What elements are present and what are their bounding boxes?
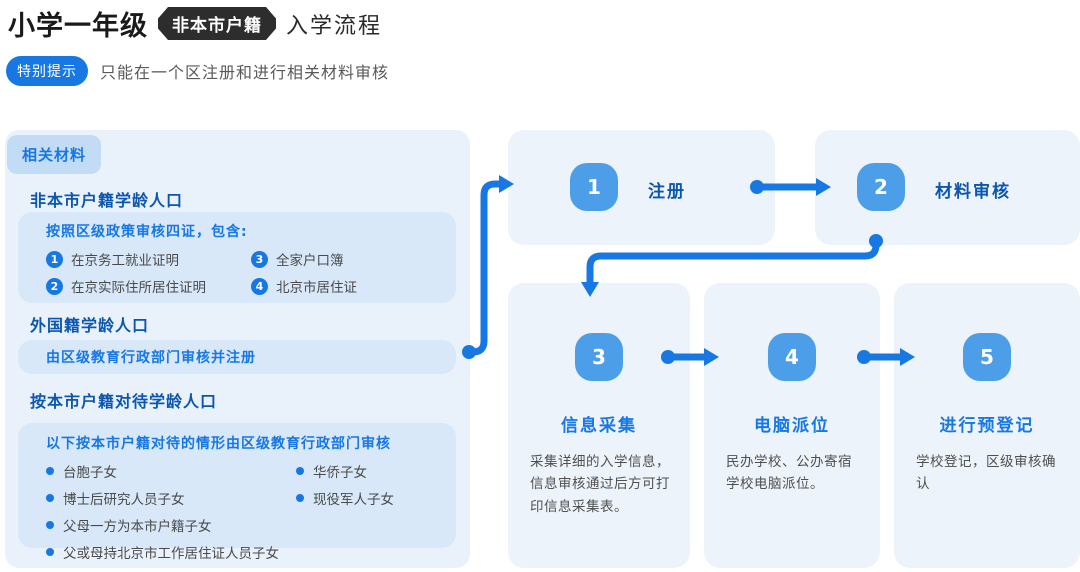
foreign-review-box: 由区级教育行政部门审核并注册 (18, 340, 456, 374)
flow-step-card-material-review: 2 材料审核 (815, 130, 1080, 245)
section-heading-foreign: 外国籍学龄人口 (30, 316, 150, 335)
page-title-suffix: 入学流程 (286, 13, 383, 39)
list-item: 父或母持北京市工作居住证人员子女 (46, 542, 296, 562)
numbered-circle-icon: 2 (46, 277, 63, 295)
step-description: 民办学校、公办寄宿学校电脑派位。 (726, 454, 852, 493)
numbered-circle-icon: 3 (251, 250, 268, 268)
connector-step2-to-step3 (586, 237, 880, 287)
step-description: 采集详细的入学信息，信息审核通过后方可打印信息采集表。 (530, 454, 670, 515)
section-heading-treated-as-local: 按本市户籍对待学龄人口 (30, 392, 218, 411)
step-number-badge: 4 (768, 333, 816, 381)
step-label: 电脑派位 (754, 416, 830, 436)
tip-text: 只能在一个区注册和进行相关材料审核 (100, 63, 390, 82)
bullet-dot-icon (296, 494, 304, 502)
flow-step-card-info-collection: 3 信息采集 采集详细的入学信息，信息审核通过后方可打印信息采集表。 (508, 283, 690, 568)
special-tip-row: 特别提示 只能在一个区注册和进行相关材料审核 (6, 56, 389, 86)
household-type-badge: 非本市户籍 (158, 7, 276, 40)
bullet-dot-icon (46, 467, 54, 475)
list-item: 台胞子女 (46, 461, 296, 481)
list-item-label: 全家户口簿 (276, 253, 344, 269)
numbered-circle-icon: 4 (251, 277, 268, 295)
list-item-label: 父或母持北京市工作居住证人员子女 (63, 546, 279, 562)
foreign-review-text: 由区级教育行政部门审核并注册 (46, 350, 256, 366)
section-heading-non-local: 非本市户籍学龄人口 (30, 191, 184, 210)
step-label: 注册 (648, 182, 686, 202)
list-item: 现役军人子女 (296, 488, 394, 508)
materials-panel: 相关材料 非本市户籍学龄人口 按照区级政策审核四证，包含: 1 在京务工就业证明… (5, 130, 470, 568)
step-label: 进行预登记 (939, 416, 1035, 436)
bullet-column: 台胞子女 博士后研究人员子女 父母一方为本市户籍子女 父或母持北京市工作居住证人… (46, 461, 296, 562)
list-item-label: 博士后研究人员子女 (63, 492, 185, 508)
list-item-label: 现役军人子女 (313, 492, 394, 508)
bullet-dot-icon (296, 467, 304, 475)
list-item: 父母一方为本市户籍子女 (46, 515, 296, 535)
bullet-column: 华侨子女 现役军人子女 (296, 461, 394, 562)
four-certificates-box: 按照区级政策审核四证，包含: 1 在京务工就业证明 2 在京实际住所居住证明 3… (18, 212, 456, 303)
treated-as-local-box: 以下按本市户籍对待的情形由区级教育行政部门审核 台胞子女 博士后研究人员子女 父… (18, 423, 456, 562)
bullet-dot-icon (46, 548, 54, 556)
list-item-label: 父母一方为本市户籍子女 (63, 519, 212, 535)
list-item: 博士后研究人员子女 (46, 488, 296, 508)
step-number-badge: 1 (570, 163, 618, 211)
list-item-label: 在京实际住所居住证明 (71, 280, 206, 296)
flow-step-card-pre-registration: 5 进行预登记 学校登记，区级审核确认 (894, 283, 1080, 568)
treated-as-local-title: 以下按本市户籍对待的情形由区级教育行政部门审核 (46, 436, 391, 452)
step-number-badge: 2 (857, 163, 905, 211)
four-certificates-title: 按照区级政策审核四证，包含: (46, 224, 248, 240)
certificates-list: 1 在京务工就业证明 2 在京实际住所居住证明 3 全家户口簿 4 北京市居住证 (46, 249, 456, 296)
page-title: 小学一年级 (8, 11, 148, 42)
flow-step-card-register: 1 注册 (508, 130, 775, 245)
step-label: 材料审核 (935, 182, 1011, 202)
connector-panel-to-step1 (465, 180, 503, 356)
materials-panel-tab: 相关材料 (7, 135, 102, 174)
step-description: 学校登记，区级审核确认 (916, 454, 1056, 493)
list-item-label: 北京市居住证 (276, 280, 357, 296)
bullet-dot-icon (46, 521, 54, 529)
list-item: 华侨子女 (296, 461, 394, 481)
list-item: 4 北京市居住证 (251, 276, 456, 296)
flow-step-card-computer-allocation: 4 电脑派位 民办学校、公办寄宿学校电脑派位。 (704, 283, 880, 568)
page-header: 小学一年级 非本市户籍 入学流程 (8, 4, 382, 43)
treated-as-local-list: 台胞子女 博士后研究人员子女 父母一方为本市户籍子女 父或母持北京市工作居住证人… (46, 461, 456, 562)
step-label: 信息采集 (561, 416, 637, 436)
list-item: 2 在京实际住所居住证明 (46, 276, 251, 296)
list-item: 3 全家户口簿 (251, 249, 456, 269)
list-item: 1 在京务工就业证明 (46, 249, 251, 269)
bullet-dot-icon (46, 494, 54, 502)
step-number-badge: 5 (963, 333, 1011, 381)
step-number-badge: 3 (575, 333, 623, 381)
list-item-label: 在京务工就业证明 (71, 253, 179, 269)
numbered-circle-icon: 1 (46, 250, 63, 268)
list-item-label: 台胞子女 (63, 465, 117, 481)
list-item-label: 华侨子女 (313, 465, 367, 481)
tip-pill: 特别提示 (6, 56, 88, 86)
